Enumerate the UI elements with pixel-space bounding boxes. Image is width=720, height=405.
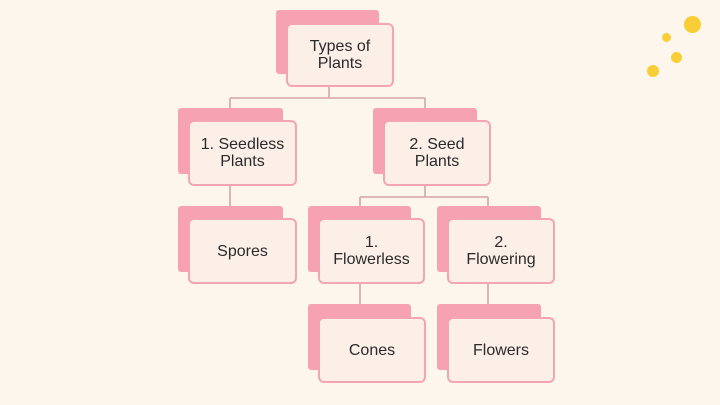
- node-label: 2. Flowering: [447, 218, 555, 284]
- node-label: 1. Seedless Plants: [188, 120, 297, 186]
- node-label: Flowers: [447, 317, 555, 383]
- yellow-dot-icon: [662, 33, 671, 42]
- yellow-dot-icon: [684, 16, 701, 33]
- node-flowering: 2. Flowering: [437, 206, 555, 284]
- node-label: Types of Plants: [286, 23, 394, 87]
- node-label: 1. Flowerless: [318, 218, 425, 284]
- yellow-dot-icon: [671, 52, 682, 63]
- node-label: Cones: [318, 317, 426, 383]
- node-seed-plants: 2. Seed Plants: [373, 108, 491, 186]
- node-label: 2. Seed Plants: [383, 120, 491, 186]
- node-spores: Spores: [178, 206, 297, 284]
- node-flowerless: 1. Flowerless: [308, 206, 425, 284]
- yellow-dot-icon: [647, 65, 659, 77]
- node-flowers: Flowers: [437, 304, 555, 383]
- node-seedless-plants: 1. Seedless Plants: [178, 108, 297, 186]
- node-cones: Cones: [308, 304, 426, 383]
- node-types-of-plants: Types of Plants: [276, 10, 394, 87]
- node-label: Spores: [188, 218, 297, 284]
